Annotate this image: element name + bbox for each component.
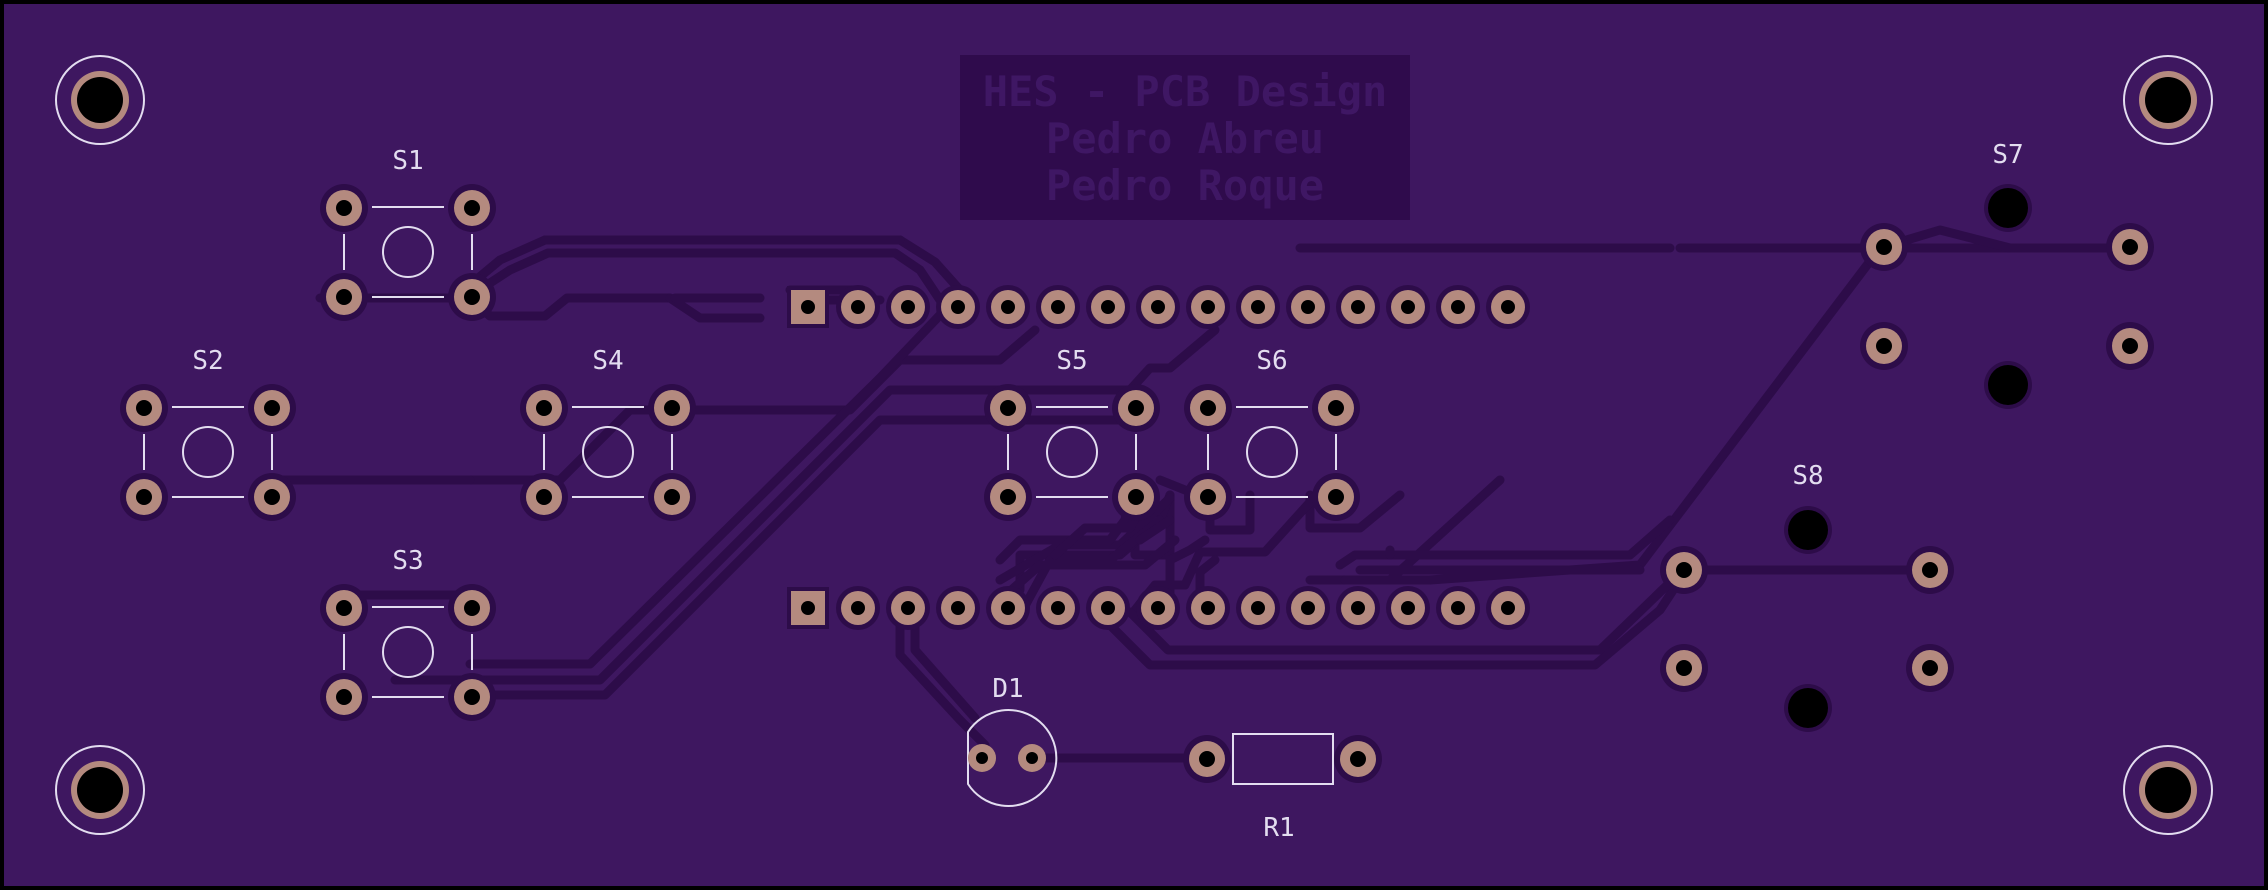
switch-s3: S3 [320, 546, 496, 721]
trace [895, 603, 990, 750]
trace [1165, 535, 1210, 613]
switch-label: S5 [1056, 346, 1087, 376]
trace [1155, 475, 1190, 495]
trace [665, 293, 765, 323]
trace [465, 248, 945, 305]
switch-s6: S6 [1184, 346, 1360, 521]
switch-label: S1 [392, 146, 423, 176]
switch-s2: S2 [120, 346, 296, 521]
trace [1340, 243, 2135, 585]
trace [1135, 515, 1175, 545]
trace [1125, 563, 1690, 655]
trace [1335, 515, 1675, 570]
led-d1: D1 [967, 674, 1058, 807]
switch-label: S3 [392, 546, 423, 576]
switch-s1: S1 [320, 146, 496, 321]
trace [995, 535, 1180, 605]
resistor-label: R1 [1263, 813, 1294, 843]
trace [465, 310, 945, 669]
led-label: D1 [992, 674, 1023, 704]
trace [1015, 515, 1165, 620]
trace [1875, 225, 2135, 253]
trace [995, 493, 1175, 585]
header-bottom [787, 586, 1530, 630]
switch-label: S4 [592, 346, 623, 376]
header-top [787, 285, 1530, 329]
trace [1305, 490, 1405, 533]
title-line-2: Pedro Abreu [1046, 114, 1324, 163]
switch-s7: S7 [1860, 140, 2154, 409]
title-line-1: HES - PCB Design [983, 67, 1388, 116]
switch-label: S6 [1256, 346, 1287, 376]
switch-s5: S5 [984, 346, 1160, 521]
switch-label: S8 [1792, 461, 1823, 491]
title-line-3: Pedro Roque [1046, 161, 1324, 210]
title-block: HES - PCB Design Pedro Abreu Pedro Roque [960, 55, 1410, 220]
switch-label: S7 [1992, 140, 2023, 170]
switch-s8: S8 [1660, 461, 1954, 732]
switch-label: S2 [192, 346, 223, 376]
switch-s4: S4 [520, 346, 696, 521]
resistor-r1: R1 [1183, 733, 1382, 843]
